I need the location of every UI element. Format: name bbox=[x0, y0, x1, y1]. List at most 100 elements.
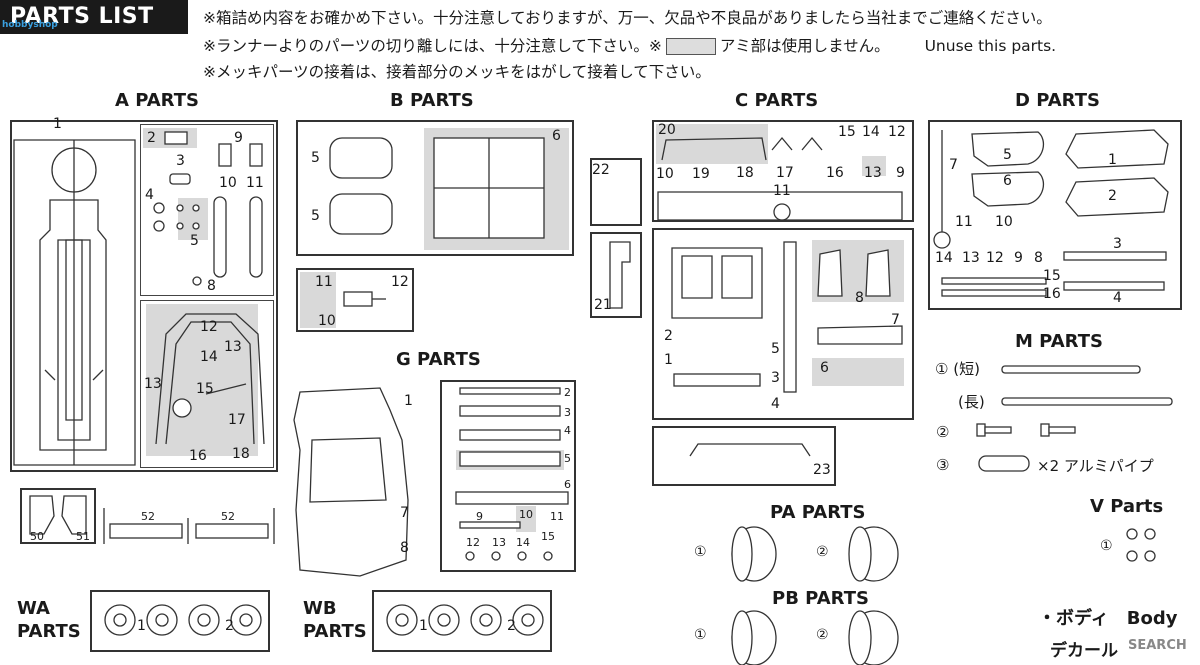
g-label-4: 4 bbox=[564, 424, 571, 437]
d-label-1: 1 bbox=[1108, 152, 1117, 168]
c-part-20-unused bbox=[656, 124, 768, 164]
d-label-10: 10 bbox=[995, 214, 1013, 230]
c-label-15: 15 bbox=[838, 124, 856, 140]
c-label-22: 22 bbox=[592, 162, 610, 178]
c-label-19: 19 bbox=[692, 166, 710, 182]
a-label-4: 4 bbox=[145, 187, 154, 203]
legend-body: ・ボディ Body bbox=[1038, 608, 1178, 629]
c-part-21-runner bbox=[590, 232, 642, 318]
g-part-10-unused bbox=[516, 506, 536, 532]
c-label-6: 6 bbox=[820, 360, 829, 376]
g-label-14: 14 bbox=[516, 536, 530, 549]
g-label-2: 2 bbox=[564, 386, 571, 399]
c-label-13: 13 bbox=[864, 165, 882, 181]
v-label-1: ① bbox=[1100, 538, 1113, 554]
d-label-15: 15 bbox=[1043, 268, 1061, 284]
c-label-4: 4 bbox=[771, 396, 780, 412]
b-part-12-drawing bbox=[343, 291, 386, 307]
a-lower-drawing bbox=[155, 313, 265, 445]
pa-tires-drawing bbox=[731, 526, 899, 582]
m-long-label: (長) bbox=[958, 393, 985, 411]
d-label-7: 7 bbox=[949, 157, 958, 173]
c-lower-drawing bbox=[671, 241, 903, 393]
section-wa-title-2: PARTS bbox=[17, 621, 81, 642]
a-part-8-drawing bbox=[192, 276, 202, 286]
a-label-16: 16 bbox=[189, 448, 207, 464]
c-label-1: 1 bbox=[664, 352, 673, 368]
a-part-10-11-drawing bbox=[213, 196, 263, 278]
b-label-12: 12 bbox=[391, 274, 409, 290]
c-label-23: 23 bbox=[813, 462, 831, 478]
note-line-2-text: ※ランナーよりのパーツの切り離しには、十分注意して下さい。※ bbox=[203, 37, 662, 55]
wb-label-1: 1 bbox=[419, 618, 428, 634]
b-label-11: 11 bbox=[315, 274, 333, 290]
a-part-9-drawing bbox=[218, 143, 263, 167]
a-label-14: 14 bbox=[200, 349, 218, 365]
section-m-title: M PARTS bbox=[1015, 331, 1103, 352]
pb-label-1: ① bbox=[694, 627, 707, 643]
a-label-11: 11 bbox=[246, 175, 264, 191]
a-label-2: 2 bbox=[147, 130, 156, 146]
m-two-label: ② bbox=[936, 423, 950, 441]
b-label-10: 10 bbox=[318, 313, 336, 329]
m-two-screws bbox=[976, 423, 1076, 437]
note-line-2: ※ランナーよりのパーツの切り離しには、十分注意して下さい。※アミ部は使用しません… bbox=[203, 34, 1056, 56]
b-label-5-bottom: 5 bbox=[311, 208, 320, 224]
g-label-15: 15 bbox=[541, 530, 555, 543]
g-label-7: 7 bbox=[400, 505, 409, 521]
c-label-8: 8 bbox=[855, 290, 864, 306]
section-b-title: B PARTS bbox=[390, 90, 474, 111]
pb-label-2: ② bbox=[816, 627, 829, 643]
c-upper-drawing bbox=[657, 136, 903, 221]
part-50-51-runner bbox=[20, 488, 96, 544]
g-label-11: 11 bbox=[550, 510, 564, 523]
label-52-right: 52 bbox=[221, 510, 235, 523]
note-line-1: ※箱詰め内容をお確かめ下さい。十分注意しておりますが、万一、欠品や不良品がありま… bbox=[203, 9, 1052, 27]
d-label-12: 12 bbox=[986, 250, 1004, 266]
c-label-2: 2 bbox=[664, 328, 673, 344]
c-label-9: 9 bbox=[896, 165, 905, 181]
d-label-16: 16 bbox=[1043, 286, 1061, 302]
a-part-2-drawing bbox=[164, 131, 188, 145]
section-pb-title: PB PARTS bbox=[772, 588, 869, 609]
g-label-9: 9 bbox=[476, 510, 483, 523]
label-51: 51 bbox=[76, 530, 90, 543]
d-label-2: 2 bbox=[1108, 188, 1117, 204]
grey-mesh-swatch bbox=[665, 38, 716, 55]
parts-list-title: PARTS LIST bbox=[0, 0, 188, 34]
a-label-9: 9 bbox=[234, 130, 243, 146]
m-pipe-label: ×2 アルミパイプ bbox=[1037, 457, 1154, 475]
label-52-left: 52 bbox=[141, 510, 155, 523]
g-label-13: 13 bbox=[492, 536, 506, 549]
a-lower-unused bbox=[146, 304, 258, 456]
g-label-6: 6 bbox=[564, 478, 571, 491]
a-label-18: 18 bbox=[232, 446, 250, 462]
wa-label-1: 1 bbox=[137, 618, 146, 634]
c-label-16: 16 bbox=[826, 165, 844, 181]
g-label-1: 1 bbox=[404, 393, 413, 409]
c-label-12: 12 bbox=[888, 124, 906, 140]
g-label-5: 5 bbox=[564, 452, 571, 465]
d-label-14: 14 bbox=[935, 250, 953, 266]
c-label-14: 14 bbox=[862, 124, 880, 140]
section-wb-title-1: WB bbox=[303, 598, 337, 619]
a-label-13-right: 13 bbox=[224, 339, 242, 355]
pa-label-2: ② bbox=[816, 544, 829, 560]
g-label-12: 12 bbox=[466, 536, 480, 549]
section-v-title: V Parts bbox=[1090, 496, 1164, 517]
section-g-title: G PARTS bbox=[396, 349, 481, 370]
d-parts-drawing bbox=[933, 129, 1169, 297]
m-short-label: ① (短) bbox=[935, 360, 980, 378]
a-part-5-unused bbox=[178, 198, 208, 240]
d-label-11: 11 bbox=[955, 214, 973, 230]
c-part-23-runner bbox=[652, 426, 836, 486]
c-part-23-drawing bbox=[689, 443, 811, 457]
b-label-6: 6 bbox=[552, 128, 561, 144]
a-label-3: 3 bbox=[176, 153, 185, 169]
section-d-title: D PARTS bbox=[1015, 90, 1100, 111]
a-label-10: 10 bbox=[219, 175, 237, 191]
m-long-rod bbox=[1001, 397, 1173, 406]
b-seats-drawing bbox=[329, 137, 545, 239]
d-label-4: 4 bbox=[1113, 290, 1122, 306]
g-parts-drawing bbox=[455, 387, 569, 561]
